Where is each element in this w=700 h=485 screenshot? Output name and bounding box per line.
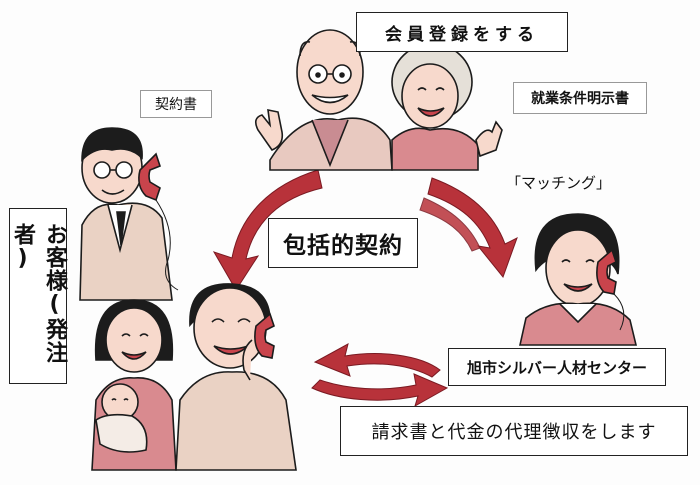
phone-1 [138,152,161,202]
center-staff-illustration [519,213,638,346]
arrow-top-to-right [427,177,518,279]
cycle-arrows [212,169,518,408]
customer-man-body [79,202,173,301]
billing-box: 請求書と代金の代理徴収をします [340,406,688,456]
customer-label: お客様(発注者) [9,208,67,384]
contract-document-box: 契約書 [140,90,212,118]
center-name-box: 旭市シルバー人材センター [448,348,666,386]
member-registration-label: 会員登録をする [385,24,539,45]
comprehensive-contract-box: 包括的契約 [268,218,418,268]
center-name-label: 旭市シルバー人材センター [466,358,647,377]
customer-man-illustration [79,127,179,301]
phone-2 [254,312,275,359]
old-woman-body [391,127,479,171]
matching-label: 「マッチング」 [506,174,612,192]
phone-3 [596,248,617,295]
old-woman-head [401,63,459,129]
arrow-bottom-lower [311,373,449,408]
member-registration-box: 会員登録をする [356,12,568,52]
billing-label: 請求書と代金の代理徴収をします [371,422,657,443]
mother-head [105,307,163,373]
old-man-head [296,29,364,115]
arrow-top-to-right-inner [419,197,481,252]
family-illustration [91,283,297,471]
baby-body [95,413,148,453]
employment-terms-box: 就業条件明示書 [513,82,647,114]
staff-body [519,302,638,346]
contract-document-label: 契約書 [155,97,197,113]
arrow-bottom-upper [313,343,441,378]
father-body [175,371,297,471]
members-illustration [254,29,503,171]
employment-terms-label: 就業条件明示書 [531,91,629,107]
comprehensive-contract-label: 包括的契約 [283,233,403,259]
